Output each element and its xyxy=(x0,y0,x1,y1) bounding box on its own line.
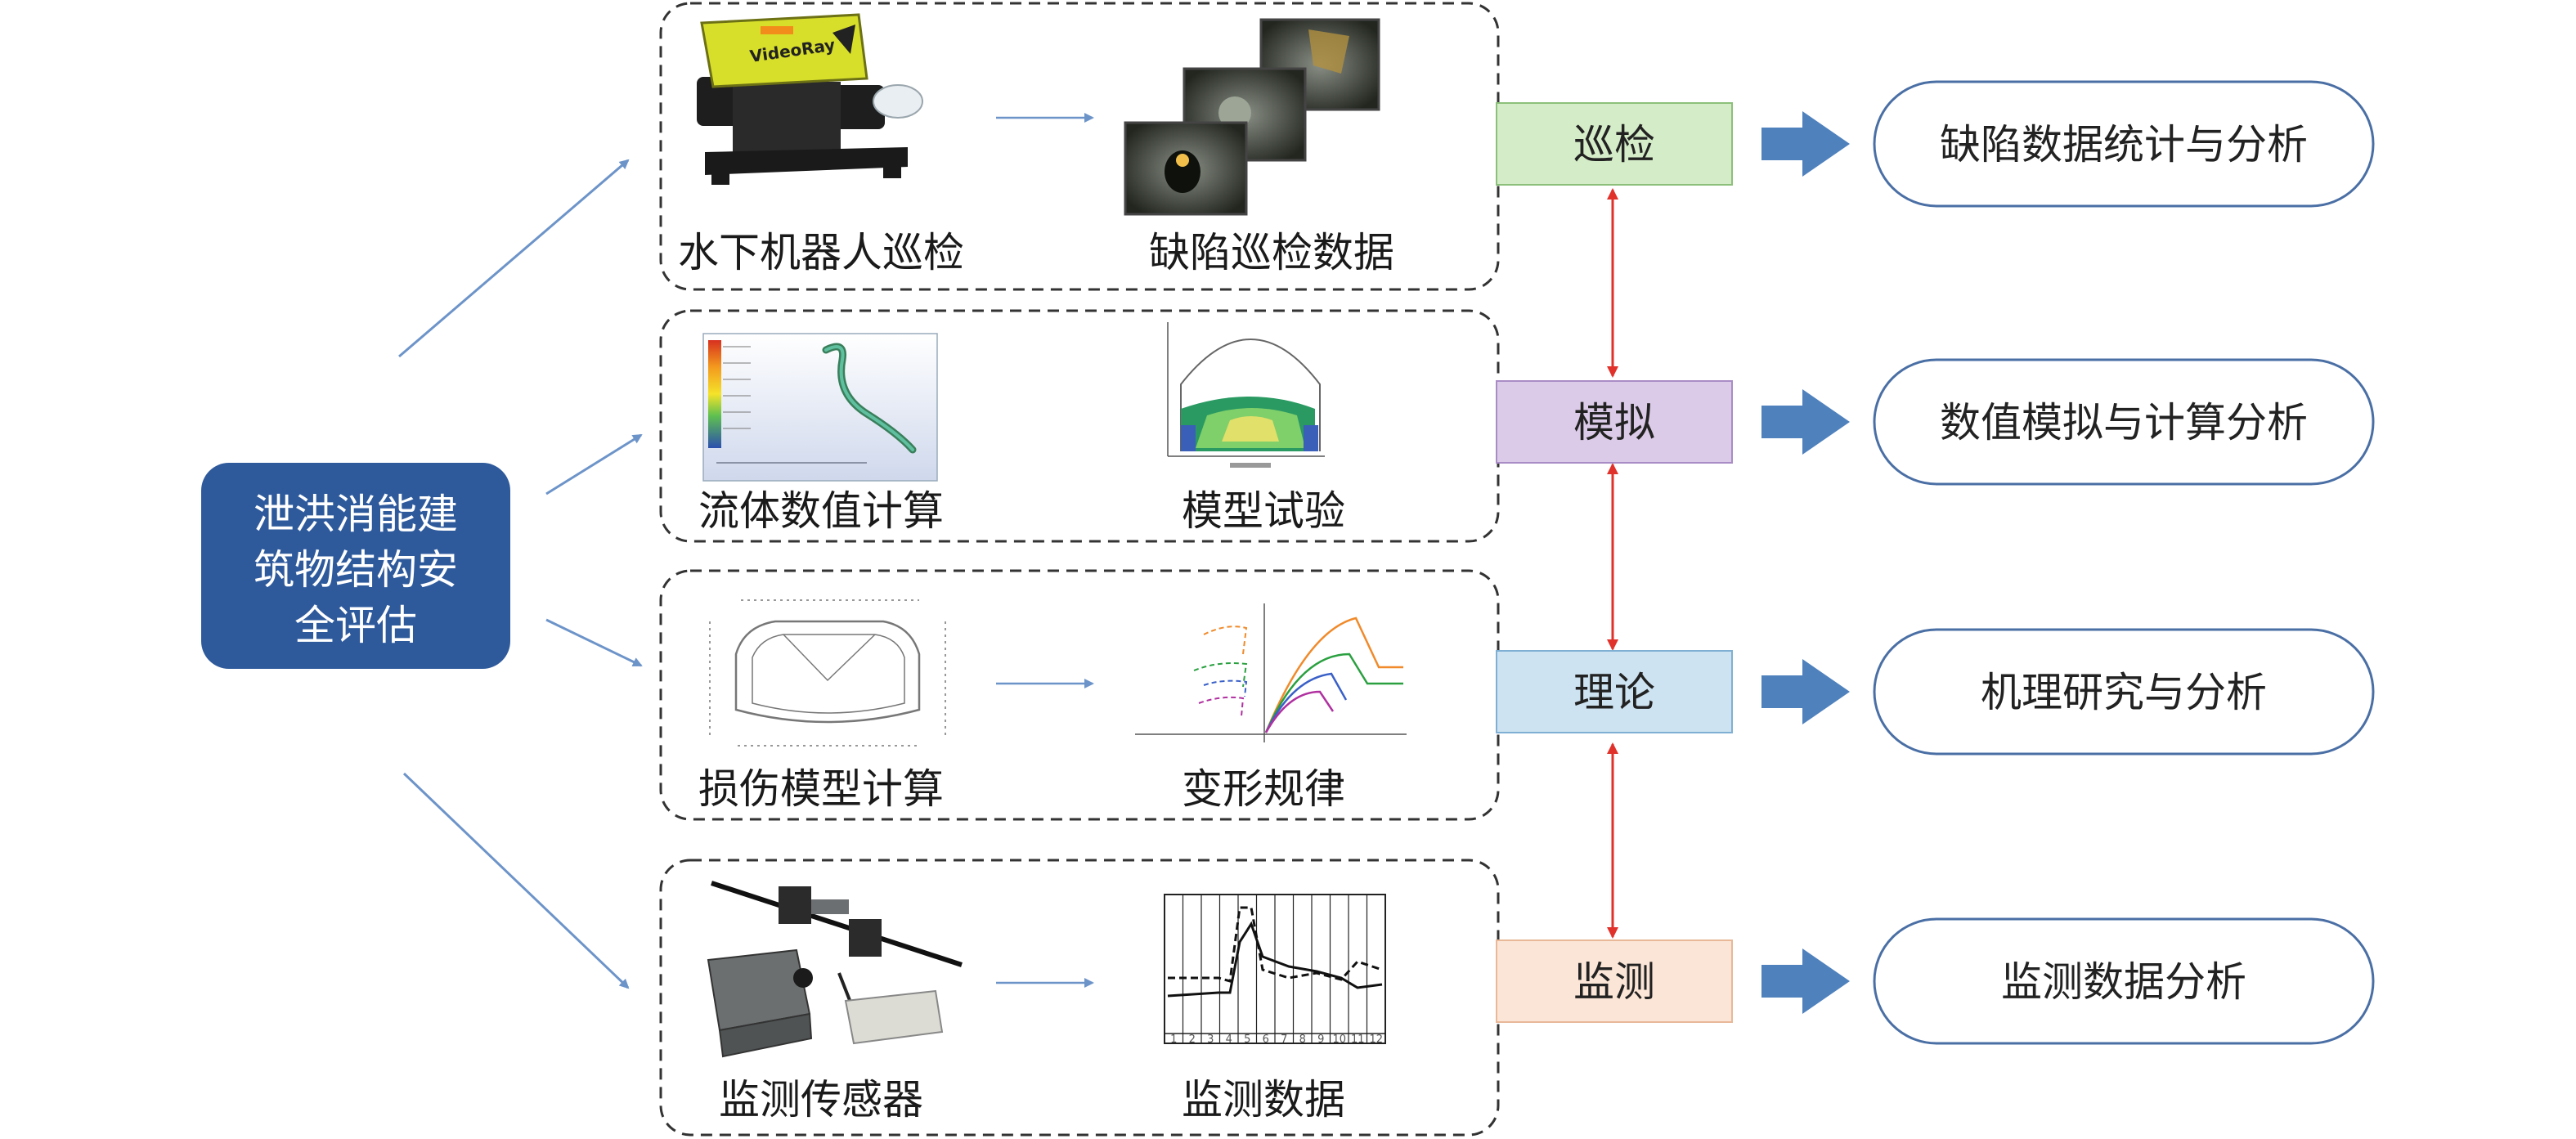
output-label-theory: 机理研究与分析 xyxy=(1981,669,2267,716)
root-line-1: 泄洪消能建 xyxy=(254,491,458,538)
output-label-inspection: 缺陷数据统计与分析 xyxy=(1940,121,2308,168)
damage-model-drawing xyxy=(709,599,946,747)
tick-label: 3 xyxy=(1207,1034,1214,1046)
arrow-root-to-theory xyxy=(545,618,643,667)
output-pill-theory xyxy=(1873,628,2375,756)
block-arrow-monitoring xyxy=(1761,948,1850,1014)
block-arrow-simulation xyxy=(1761,389,1850,455)
arrow-root-to-inspection xyxy=(398,159,630,358)
output-pill-monitoring xyxy=(1873,917,2375,1045)
method-box-monitoring xyxy=(1496,939,1733,1023)
output-label-monitoring: 监测数据分析 xyxy=(2001,958,2246,1006)
monitoring-sensor-image xyxy=(707,881,963,1058)
tick-label: 8 xyxy=(1299,1034,1306,1046)
output-pill-inspection xyxy=(1873,80,2375,208)
block-arrow-theory xyxy=(1761,659,1850,724)
output-pill-simulation xyxy=(1873,358,2375,486)
defect-inspection-photos xyxy=(1124,18,1380,216)
method-label-theory: 理论 xyxy=(1573,669,1655,716)
left-caption-inspection: 水下机器人巡检 xyxy=(678,229,964,276)
group-simulation: 流体数值计算 模型试验 xyxy=(659,309,1500,543)
method-box-theory xyxy=(1496,650,1733,733)
method-label-simulation: 模拟 xyxy=(1573,399,1655,446)
arrow-root-to-monitoring xyxy=(402,772,630,989)
group-theory: 损伤模型计算 变形规律 xyxy=(659,569,1500,821)
root-line-2: 筑物结构安 xyxy=(254,546,458,594)
group-inspection: VideoRay 水下机器人巡检 缺陷巡检数据 xyxy=(659,2,1500,291)
group-frame xyxy=(659,2,1500,291)
output-label-simulation: 数值模拟与计算分析 xyxy=(1940,399,2308,446)
root-node: 泄洪消能建 筑物结构安 全评估 xyxy=(201,463,510,669)
model-test-image xyxy=(1167,322,1325,468)
left-caption-monitoring: 监测传感器 xyxy=(719,1076,923,1123)
tick-label: 4 xyxy=(1226,1034,1232,1046)
group-frame xyxy=(659,569,1500,821)
tick-label: 5 xyxy=(1244,1034,1250,1046)
right-caption-monitoring: 监测数据 xyxy=(1182,1076,1345,1123)
tick-label: 11 xyxy=(1351,1034,1365,1046)
deformation-chart-image xyxy=(1135,603,1407,742)
tick-label: 12 xyxy=(1369,1034,1383,1046)
tick-label: 7 xyxy=(1281,1034,1287,1046)
right-caption-simulation: 模型试验 xyxy=(1182,487,1345,535)
root-box xyxy=(201,463,510,669)
tick-label: 6 xyxy=(1263,1034,1269,1046)
tick-label: 10 xyxy=(1332,1034,1346,1046)
left-caption-theory: 损伤模型计算 xyxy=(698,765,944,813)
underwater-robot-image: VideoRay xyxy=(697,13,923,185)
tick-label: 9 xyxy=(1317,1034,1324,1046)
block-arrow-inspection xyxy=(1761,111,1850,177)
method-box-inspection xyxy=(1496,102,1733,186)
right-caption-theory: 变形规律 xyxy=(1182,765,1345,813)
method-label-monitoring: 监测 xyxy=(1573,958,1655,1006)
root-arrows xyxy=(398,159,643,989)
tick-label: 1 xyxy=(1170,1034,1177,1046)
root-line-3: 全评估 xyxy=(294,602,417,649)
method-box-simulation xyxy=(1496,380,1733,464)
cfd-simulation-image xyxy=(702,333,938,482)
right-caption-inspection: 缺陷巡检数据 xyxy=(1149,229,1394,276)
tick-label: 2 xyxy=(1189,1034,1196,1046)
arrow-root-to-simulation xyxy=(545,433,643,496)
left-caption-simulation: 流体数值计算 xyxy=(698,487,944,535)
method-label-inspection: 巡检 xyxy=(1573,121,1655,168)
